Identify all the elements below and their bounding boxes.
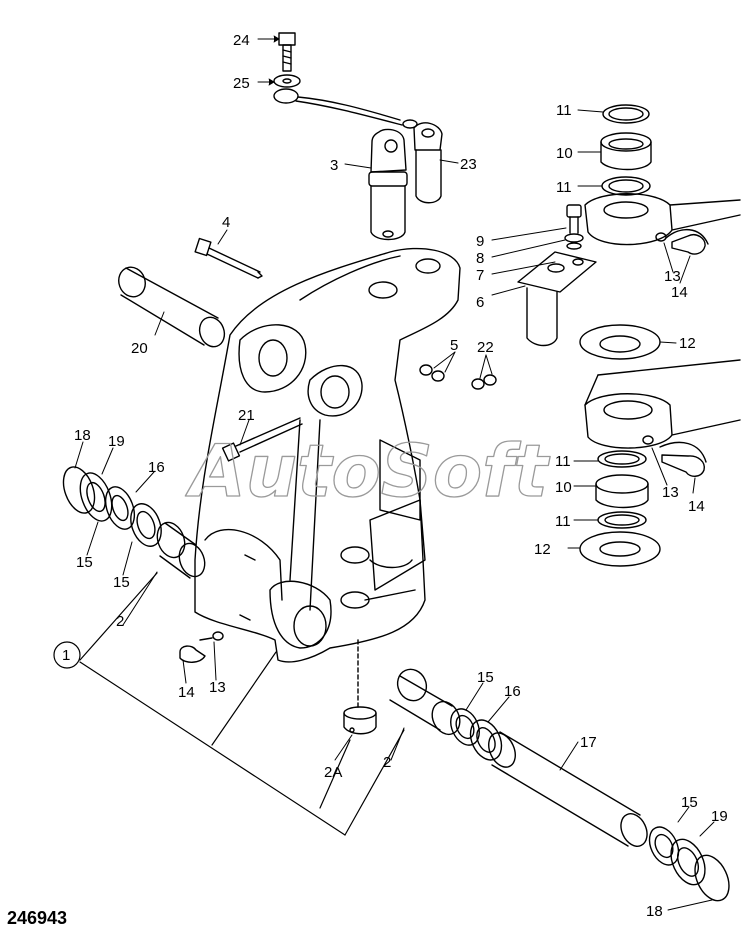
callout-3: 3 [330, 157, 338, 174]
callout-22: 22 [477, 339, 494, 356]
callout-14: 14 [178, 684, 195, 701]
callout-11: 11 [555, 453, 571, 470]
lanyard-cable [273, 88, 418, 129]
bolt-24 [278, 32, 296, 72]
nuts-5 [419, 364, 445, 382]
fitting-13-14-lower [642, 435, 707, 477]
callout-21: 21 [238, 407, 255, 424]
callout-20: 20 [131, 340, 148, 357]
washer-25 [273, 74, 301, 88]
callout-1: 1 [62, 647, 70, 664]
callout-2: 2 [116, 613, 124, 630]
callout-2A: 2A [324, 764, 342, 781]
callout-11: 11 [556, 102, 572, 119]
callout-11: 11 [555, 513, 571, 530]
callout-13: 13 [662, 484, 679, 501]
pin-20 [118, 266, 226, 348]
bolt-21 [221, 417, 303, 462]
upper-bearing-stack [584, 104, 741, 246]
watermark: AutoSoft [185, 429, 551, 513]
callout-14: 14 [688, 498, 705, 515]
callout-15: 15 [477, 669, 494, 686]
bolt-9-stack [564, 204, 584, 250]
callout-15: 15 [76, 554, 93, 571]
callout-12: 12 [534, 541, 551, 558]
callout-23: 23 [460, 156, 477, 173]
washer-12-upper [579, 324, 661, 360]
callout-8: 8 [476, 250, 484, 267]
callout-2: 2 [383, 754, 391, 771]
bushing-2A [343, 706, 377, 735]
pin-17-stack [389, 668, 730, 902]
swing-frame [194, 247, 461, 711]
callout-5: 5 [450, 337, 458, 354]
callout-7: 7 [476, 267, 484, 284]
left-pivot-stack [62, 466, 206, 579]
callout-24: 24 [233, 32, 250, 49]
callout-17: 17 [580, 734, 597, 751]
callout-25: 25 [233, 75, 250, 92]
nuts-22 [471, 374, 497, 390]
callout-18: 18 [74, 427, 91, 444]
callout-11: 11 [556, 179, 572, 196]
callout-18: 18 [646, 903, 663, 920]
callout-12: 12 [679, 335, 696, 352]
callout-10: 10 [556, 145, 573, 162]
bolt-4 [194, 237, 263, 279]
callout-19: 19 [711, 808, 728, 825]
callout-15: 15 [681, 794, 698, 811]
callout-19: 19 [108, 433, 125, 450]
pin-23 [413, 122, 443, 204]
assembly-lines [53, 572, 405, 836]
callout-4: 4 [222, 214, 230, 231]
pin-3 [368, 128, 408, 241]
callout-16: 16 [504, 683, 521, 700]
fitting-13-14-upper [655, 229, 709, 255]
callout-9: 9 [476, 233, 484, 250]
callout-13: 13 [209, 679, 226, 696]
callout-14: 14 [671, 284, 688, 301]
lower-bearing-stack [579, 359, 741, 567]
plate-7-pin-6 [517, 251, 597, 347]
callout-10: 10 [555, 479, 572, 496]
callout-6: 6 [476, 294, 484, 311]
leader-lines [74, 35, 715, 911]
callout-labels: 24 25 3 23 4 11 10 11 9 8 7 6 20 12 5 22… [62, 32, 728, 920]
callout-15: 15 [113, 574, 130, 591]
callout-13: 13 [664, 268, 681, 285]
callout-16: 16 [148, 459, 165, 476]
drawing-number: 246943 [7, 908, 68, 928]
fitting-13-14-left [179, 631, 224, 663]
